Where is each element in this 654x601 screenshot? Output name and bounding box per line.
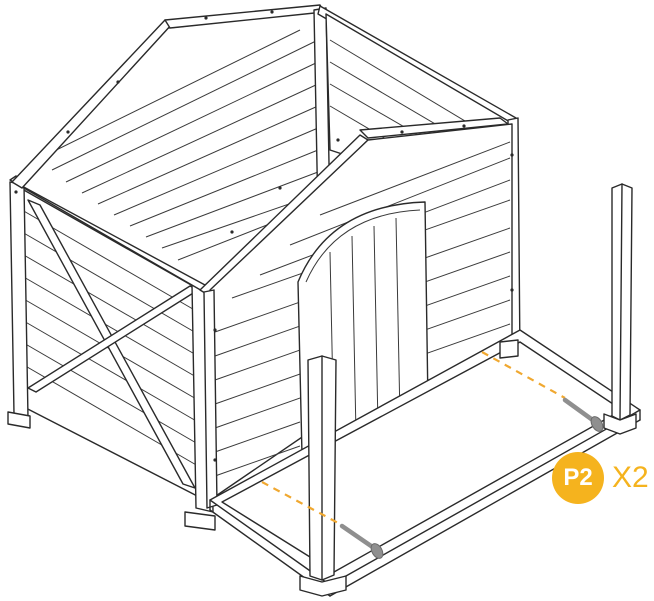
bolt-icon <box>562 397 604 432</box>
part-badge: P2 <box>552 452 604 504</box>
bolt-guides <box>261 351 566 525</box>
screw-dots <box>14 10 514 462</box>
part-code: P2 <box>563 464 593 491</box>
part-quantity: X2 <box>612 461 649 494</box>
bolt-icon <box>339 523 384 559</box>
part-callout: P2 X2 <box>552 452 649 504</box>
front-wall-boards <box>214 141 511 477</box>
roof-boards <box>39 29 319 261</box>
right-post <box>603 183 637 435</box>
front-post <box>299 355 347 597</box>
